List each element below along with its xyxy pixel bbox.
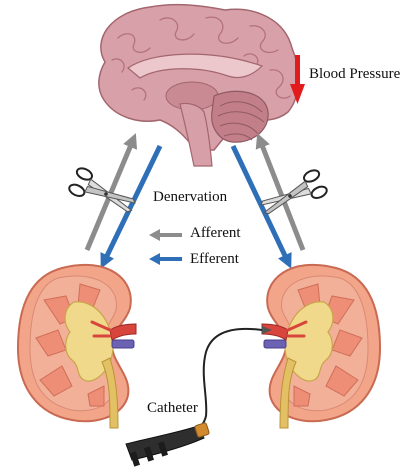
legend-afferent-arrow xyxy=(149,229,182,241)
catheter-label: Catheter xyxy=(147,401,198,416)
catheter-device xyxy=(126,326,272,467)
renal-vein xyxy=(112,340,134,348)
kidney-illustration xyxy=(18,265,136,428)
catheter-wire xyxy=(196,329,262,430)
kidney-illustration xyxy=(262,265,380,428)
blood-pressure-label: Blood Pressure xyxy=(309,67,400,82)
brain-illustration xyxy=(99,5,299,166)
scissors-icon xyxy=(257,168,329,221)
cerebellum xyxy=(212,91,268,142)
denervation-label: Denervation xyxy=(153,190,227,205)
afferent-label: Afferent xyxy=(190,226,241,241)
efferent-arrow-left xyxy=(104,146,160,262)
legend-efferent-arrow xyxy=(149,253,182,265)
efferent-label: Efferent xyxy=(190,252,239,267)
